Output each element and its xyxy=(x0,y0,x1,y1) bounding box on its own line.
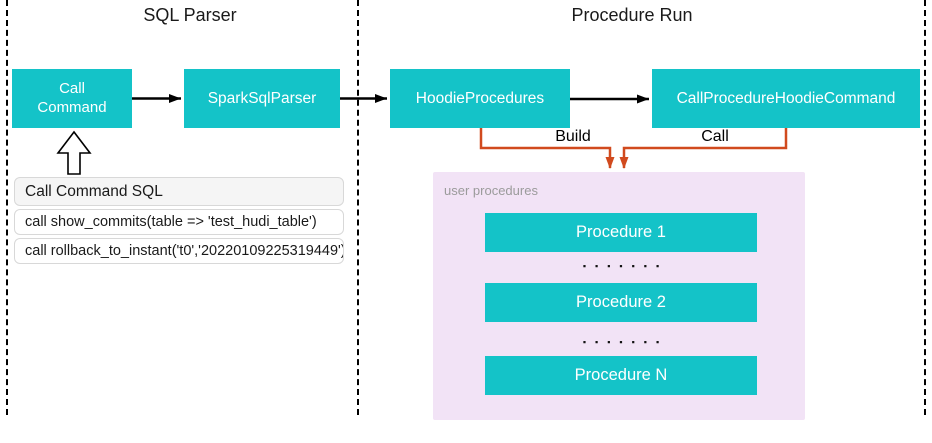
node-procedure-2: Procedure 2 xyxy=(485,283,757,322)
sql-example-row: call show_commits(table => 'test_hudi_ta… xyxy=(14,209,344,235)
ellipsis-dots: ▪▪▪▪▪▪▪ xyxy=(582,337,669,347)
right-dashed-border xyxy=(924,0,926,415)
hollow-up-arrow-icon xyxy=(56,130,92,175)
procedure-run-section-title: Procedure Run xyxy=(571,5,693,25)
call-edge-label: Call xyxy=(701,128,729,145)
left-dashed-border xyxy=(6,0,8,415)
node-sparksqlparser: SparkSqlParser xyxy=(184,69,340,128)
node-procedure-1: Procedure 1 xyxy=(485,213,757,252)
build-edge-label: Build xyxy=(555,128,591,145)
ellipsis-dots: ▪▪▪▪▪▪▪ xyxy=(582,261,669,271)
node-call-command-label: Call Command xyxy=(37,79,107,116)
sql-parser-section-title: SQL Parser xyxy=(143,5,237,25)
node-hoodieprocedures: HoodieProcedures xyxy=(390,69,570,128)
node-call-command: Call Command xyxy=(12,69,132,128)
user-procedures-label: user procedures xyxy=(444,183,538,198)
call-command-sql-header: Call Command SQL xyxy=(14,177,344,206)
middle-dashed-divider xyxy=(357,0,359,415)
node-procedure-n: Procedure N xyxy=(485,356,757,395)
sql-example-row: call rollback_to_instant('t0','202201092… xyxy=(14,238,344,264)
node-callprocedurehoodiecommand: CallProcedureHoodieCommand xyxy=(652,69,920,128)
user-procedures-panel: user procedures Procedure 1 ▪▪▪▪▪▪▪ Proc… xyxy=(433,172,805,420)
